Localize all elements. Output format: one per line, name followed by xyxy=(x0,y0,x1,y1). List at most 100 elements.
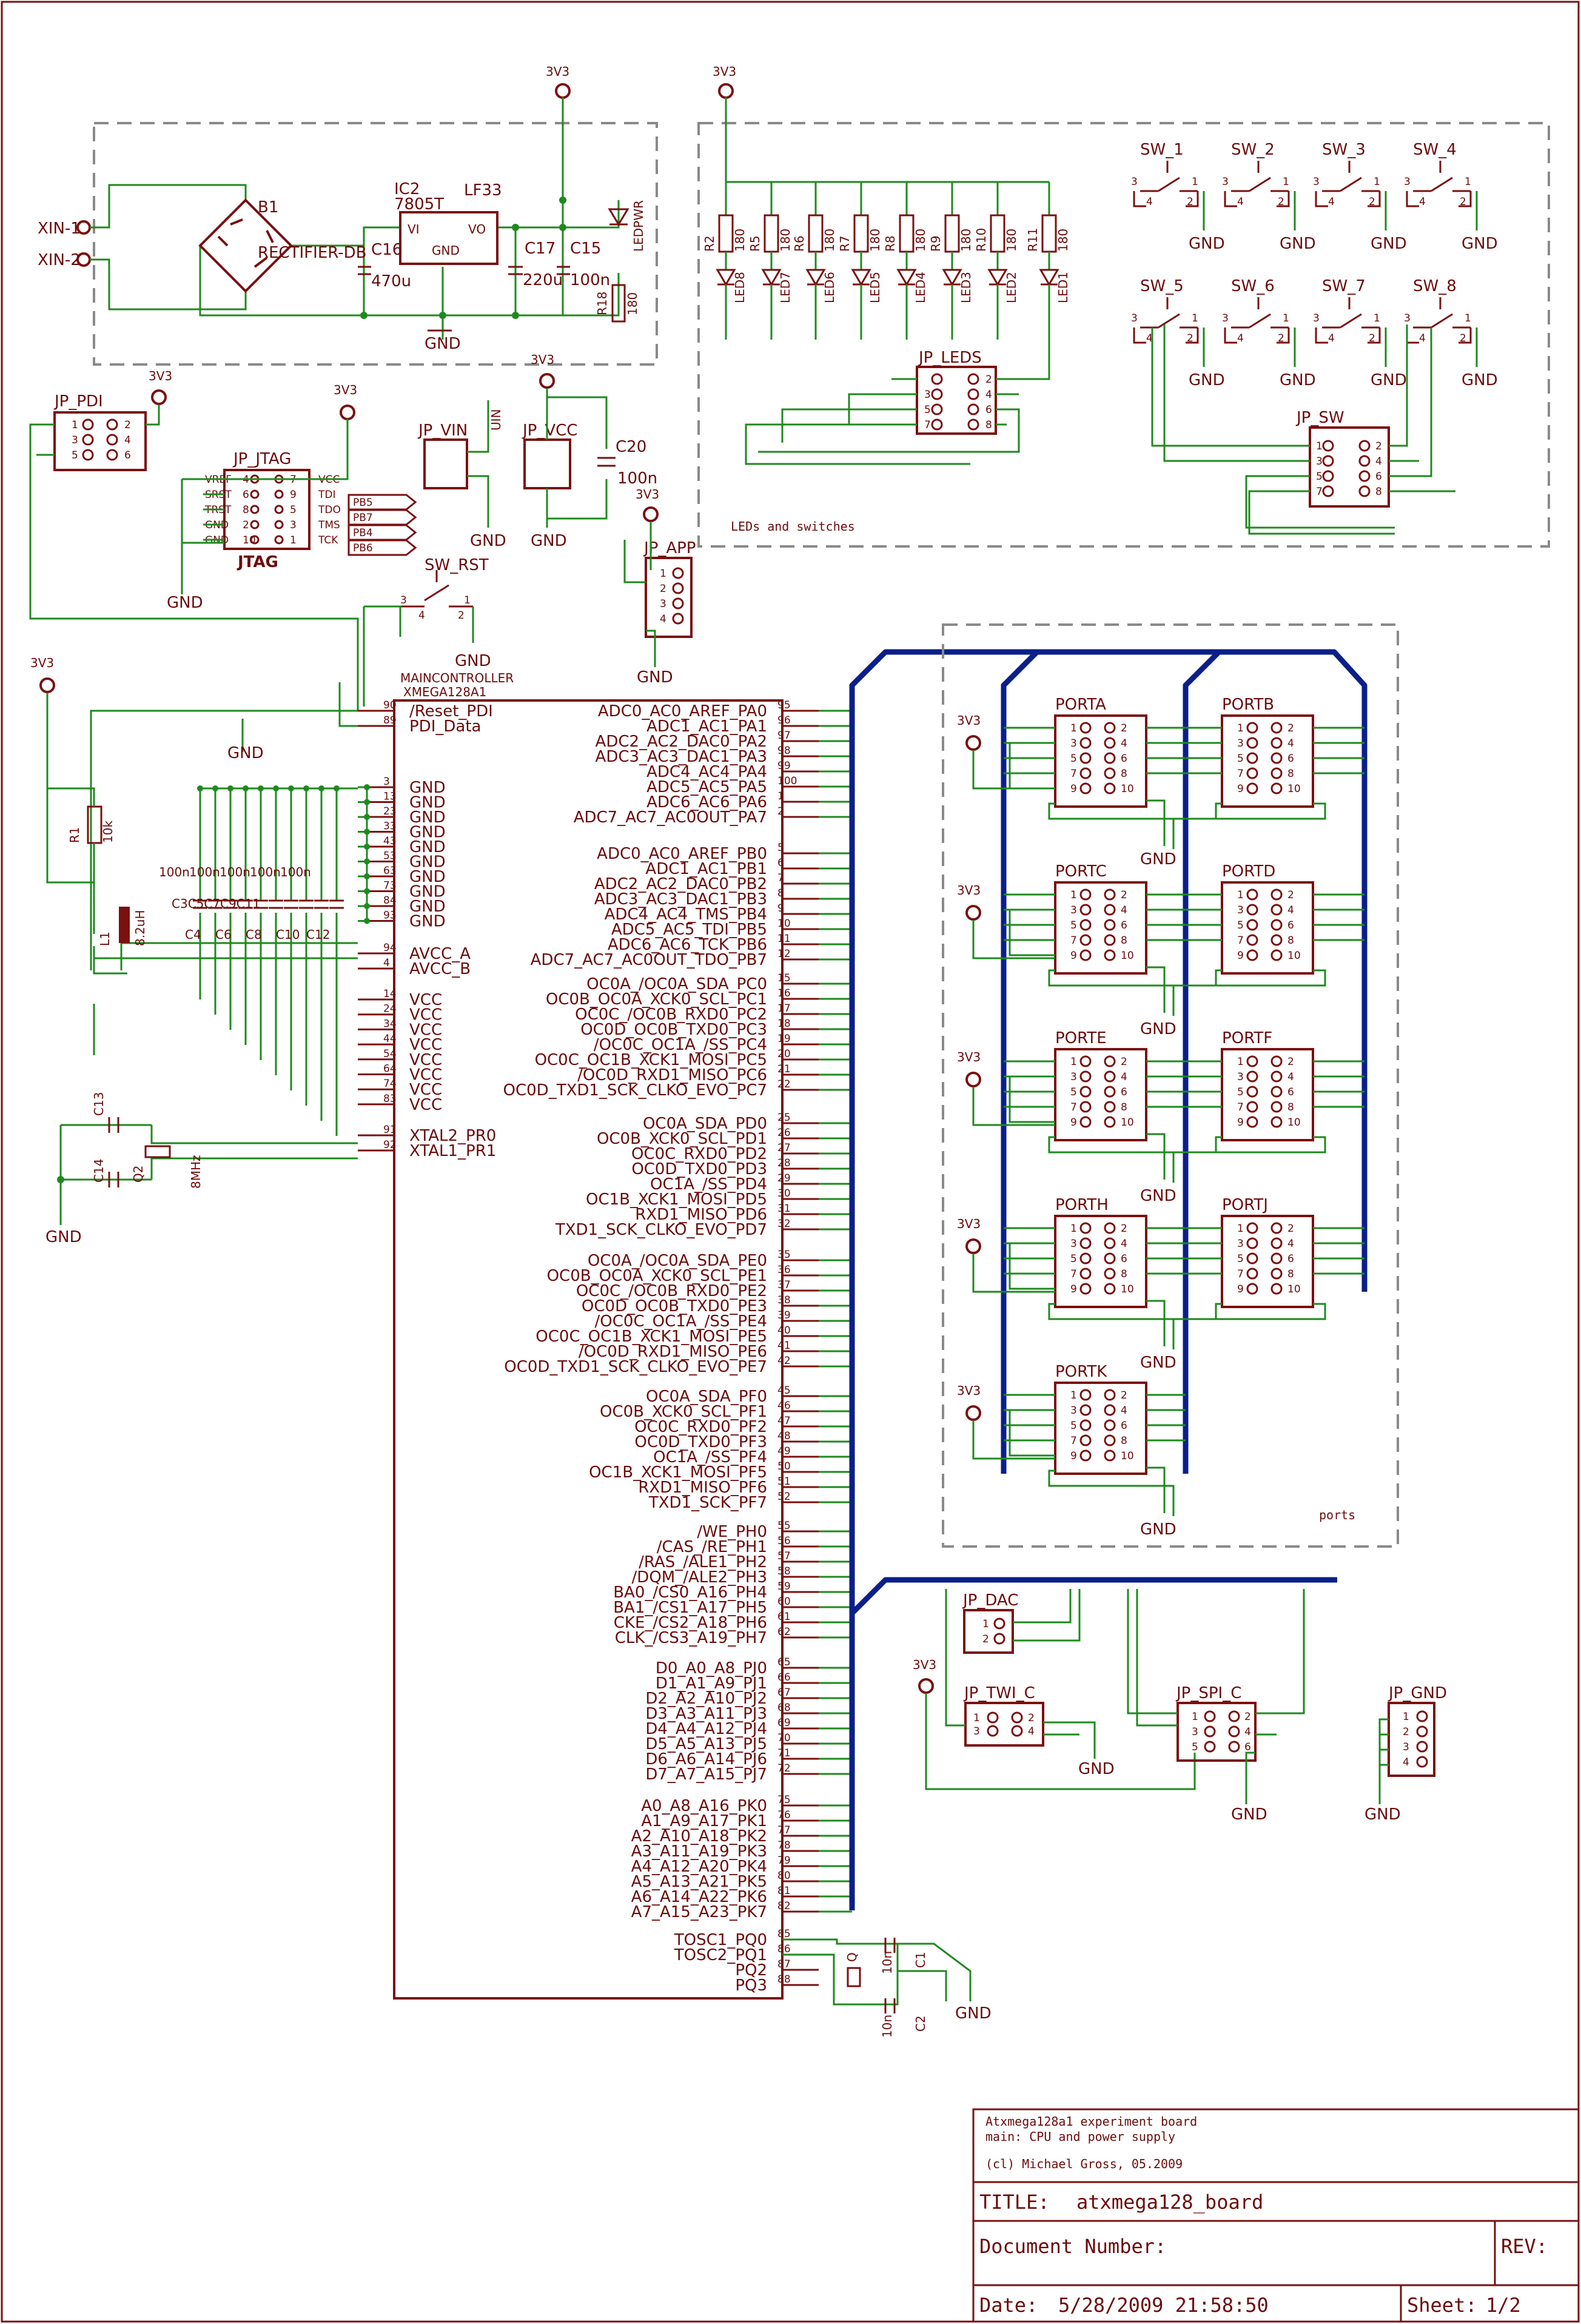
led-label: LED4 xyxy=(913,272,928,303)
mcu-right-pin-number: 51 xyxy=(777,1476,791,1488)
vo-label: VO xyxy=(468,222,486,237)
svg-text:6: 6 xyxy=(1121,1253,1127,1265)
svg-text:7: 7 xyxy=(1237,1268,1244,1280)
switch-gnd-label: GND xyxy=(1462,235,1498,253)
svg-text:5: 5 xyxy=(1070,1253,1077,1265)
switch-symbol xyxy=(1133,297,1199,344)
mcu-left-pin-number: 13 xyxy=(383,791,397,803)
mcu-right-pin-label: A1_A9_A17_PK1 xyxy=(641,1812,767,1830)
led-resistor xyxy=(808,214,824,253)
mcu-left-pin-label: PDI_Data xyxy=(409,717,481,736)
sheet-label: Sheet: xyxy=(1407,2294,1477,2317)
port-header xyxy=(1054,1048,1147,1141)
svg-text:1: 1 xyxy=(1237,889,1244,901)
mcu-right-pin-number: 82 xyxy=(777,1900,791,1912)
mcu-right-pin-label: CLK_/CS3_A19_PH7 xyxy=(615,1629,767,1647)
mcu-right-pin-label: OC0C_/OC0B_RXD0_PC2 xyxy=(575,1006,767,1024)
supply-3v3-jtag-power xyxy=(340,405,355,420)
svg-text:9: 9 xyxy=(1237,1117,1244,1129)
l1-value: 8.2uH xyxy=(133,910,147,946)
mcu-right-pin-number: 37 xyxy=(777,1279,791,1291)
svg-text:2: 2 xyxy=(1244,1711,1251,1723)
svg-text:3: 3 xyxy=(1070,1405,1077,1417)
svg-text:4: 4 xyxy=(1287,1238,1294,1250)
mcu-right-pin-number: 15 xyxy=(777,972,791,984)
svg-text:5: 5 xyxy=(1237,753,1244,765)
svg-text:10: 10 xyxy=(1121,783,1134,795)
svg-text:2: 2 xyxy=(1028,1712,1035,1724)
mcu-left-pin-number: 74 xyxy=(383,1078,397,1090)
port-header xyxy=(1221,714,1314,808)
mcu-right-pin-number: 71 xyxy=(777,1747,791,1759)
mcu-right-pin-label: ADC1_AC1_PB1 xyxy=(645,860,767,878)
mcu-right-pin-label: OC1B_XCK1_MOSI_PF5 xyxy=(589,1463,767,1482)
svg-text:1: 1 xyxy=(1465,176,1471,188)
svg-text:4: 4 xyxy=(1121,737,1127,750)
ports-caption: ports xyxy=(1319,1508,1355,1522)
mcu-left-pin-number: 53 xyxy=(383,850,397,862)
mcu-left-pin-label: VCC xyxy=(409,1036,442,1054)
mcu-right-pin-label: OC0D_TXD0_PF3 xyxy=(634,1433,767,1451)
svg-text:5: 5 xyxy=(72,449,78,462)
gnd-jpgnd-label: GND xyxy=(1364,1805,1401,1824)
svg-text:3: 3 xyxy=(973,1725,980,1738)
switch-symbol xyxy=(1133,161,1199,207)
led-label: LED2 xyxy=(1004,272,1019,303)
svg-text:5: 5 xyxy=(1070,753,1077,765)
mcu-right-pin-label: OC0C_OC1B_XCK1_MOSI_PC5 xyxy=(535,1051,767,1069)
svg-text:1: 1 xyxy=(72,419,78,431)
gnd-twi-label: GND xyxy=(1078,1760,1115,1778)
mcu-right-pin-label: ADC0_AC0_AREF_PB0 xyxy=(597,845,767,863)
led-label: LED7 xyxy=(778,272,793,303)
svg-text:8: 8 xyxy=(1375,486,1382,498)
ledpwr-label: LEDPWR xyxy=(631,200,646,252)
svg-text:7: 7 xyxy=(1070,768,1077,780)
supply-3v3-leds-power xyxy=(718,83,734,99)
led-resistor-value: 180 xyxy=(733,229,747,252)
svg-text:10: 10 xyxy=(1121,950,1134,962)
mcu-right-pin-label: ADC3_AC3_DAC1_PA3 xyxy=(596,748,767,766)
mcu-right-pin-label: D5_A5_A13_PJ5 xyxy=(645,1735,767,1753)
supply-3v3-app-label: 3V3 xyxy=(636,487,659,502)
mcu-right-pin-label: OC0D_TXD0_PD3 xyxy=(631,1160,767,1178)
svg-text:8: 8 xyxy=(243,504,249,516)
mcu-left-pin-label: VCC xyxy=(409,1051,442,1069)
mcu-right-pin-number: 62 xyxy=(777,1626,791,1638)
decoupling-name: C6 xyxy=(215,927,232,942)
svg-text:3: 3 xyxy=(1237,904,1244,916)
mcu-left-pin-label: VCC xyxy=(409,1006,442,1024)
mcu-right-pin-number: 8 xyxy=(777,887,784,899)
port-header xyxy=(1221,881,1314,975)
mcu-right-pin-label: ADC7_AC7_AC0OUT_TDO_PB7 xyxy=(531,951,767,969)
sw-rst-label: SW_RST xyxy=(425,556,489,574)
mcu-right-pin-label: A4_A12_A20_PK4 xyxy=(631,1858,767,1876)
svg-text:3: 3 xyxy=(1313,312,1320,324)
mcu-right-pin-number: 45 xyxy=(777,1385,791,1397)
l1-inductor xyxy=(119,907,130,943)
jp-sw-label: JP_SW xyxy=(1295,409,1344,427)
svg-text:3: 3 xyxy=(1192,1726,1198,1738)
mcu-right-pin-number: 27 xyxy=(777,1142,791,1154)
date-label: Date: xyxy=(979,2294,1038,2317)
decoupling-name: C8 xyxy=(246,927,262,942)
mcu-left-pin-number: 91 xyxy=(383,1124,397,1136)
led-resistor-label: R10 xyxy=(974,228,989,252)
svg-text:1: 1 xyxy=(660,568,666,580)
mcu-left-pin-label: /Reset_PDI xyxy=(409,702,493,720)
jp-spi-c-label: JP_SPI_C xyxy=(1175,1684,1241,1702)
svg-text:8: 8 xyxy=(1287,1101,1294,1113)
mcu-right-pin-number: 76 xyxy=(777,1809,791,1821)
decoupling-overlap: C3C5C7C9C11 xyxy=(172,896,260,911)
svg-text:2: 2 xyxy=(1187,196,1193,208)
mcu-right-pin-number: 69 xyxy=(777,1717,791,1729)
ic2-label: IC2 xyxy=(394,180,420,198)
svg-text:5: 5 xyxy=(1070,919,1077,932)
mcu-right-pin-number: 41 xyxy=(777,1340,791,1352)
mcu-right-pin-number: 88 xyxy=(777,1973,791,1986)
decoupling-value: 100n xyxy=(159,865,190,879)
mcu-right-pin-number: 1 xyxy=(777,790,784,802)
jp-vcc-header xyxy=(523,438,571,489)
tosc-val-2: 10n xyxy=(880,2015,895,2038)
svg-text:4: 4 xyxy=(1287,737,1294,750)
svg-text:2: 2 xyxy=(1403,1726,1409,1738)
